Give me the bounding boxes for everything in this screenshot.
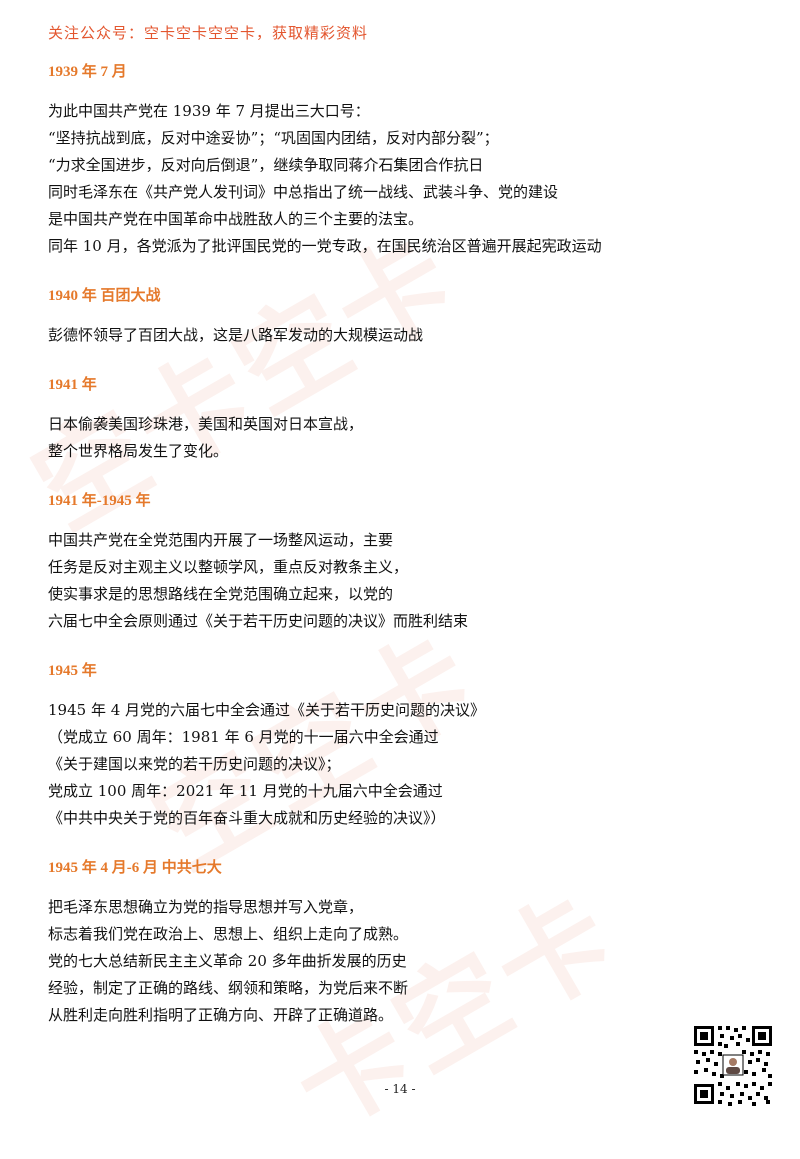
qr-code-icon xyxy=(692,1024,774,1106)
paragraph-line: 彭德怀领导了百团大战，这是八路军发动的大规模运动战 xyxy=(48,326,424,344)
section-1945: 1945 年 1945 年 4 月党的六届七中全会通过《关于若干历史问题的决议》… xyxy=(48,657,708,832)
section-1940: 1940 年 百团大战 彭德怀领导了百团大战，这是八路军发动的大规模运动战 xyxy=(48,282,708,349)
paragraph-line: 《中共中央关于党的百年奋斗重大成就和历史经验的决议》） xyxy=(48,809,446,827)
section-1941-1945: 1941 年-1945 年 中国共产党在全党范围内开展了一场整风运动，主要 任务… xyxy=(48,487,708,635)
paragraph-line: “坚持抗战到底，反对中途妥协”；“巩固国内团结，反对内部分裂”； xyxy=(48,129,499,147)
document-content: 1939 年 7 月 为此中国共产党在 1939 年 7 月提出三大口号： “坚… xyxy=(48,58,708,1051)
paragraph-line: 使实事求是的思想路线在全党范围确立起来，以党的 xyxy=(48,585,394,603)
section-title: 1941 年 xyxy=(48,377,97,393)
section-1945-congress: 1945 年 4 月-6 月 中共七大 把毛泽东思想确立为党的指导思想并写入党章… xyxy=(48,854,708,1029)
section-title: 1945 年 xyxy=(48,663,97,679)
paragraph-line: “力求全国进步，反对向后倒退”，继续争取同蒋介石集团合作抗日 xyxy=(48,156,484,174)
paragraph-line: 任务是反对主观主义以整顿学风，重点反对教条主义， xyxy=(48,558,409,576)
section-1941: 1941 年 日本偷袭美国珍珠港，美国和英国对日本宣战， 整个世界格局发生了变化… xyxy=(48,371,708,465)
paragraph-line: 党的七大总结新民主主义革命 20 多年曲折发展的历史 xyxy=(48,952,407,970)
section-title: 1939 年 7 月 xyxy=(48,64,127,80)
paragraph-line: 《关于建国以来党的若干历史问题的决议》； xyxy=(48,755,341,773)
paragraph-line: 同时毛泽东在《共产党人发刊词》中总指出了统一战线、武装斗争、党的建设 xyxy=(48,183,559,201)
paragraph-line: 经验，制定了正确的路线、纲领和策略，为党后来不断 xyxy=(48,979,409,997)
paragraph-line: 六届七中全会原则通过《关于若干历史问题的决议》而胜利结束 xyxy=(48,612,469,630)
paragraph-line: 从胜利走向胜利指明了正确方向、开辟了正确道路。 xyxy=(48,1006,394,1024)
section-title: 1941 年-1945 年 xyxy=(48,493,151,509)
header-note: 关注公众号：空卡空卡空空卡，获取精彩资料 xyxy=(48,24,369,42)
paragraph-line: 同年 10 月，各党派为了批评国民党的一党专政，在国民统治区普遍开展起宪政运动 xyxy=(48,237,602,255)
paragraph-line: 把毛泽东思想确立为党的指导思想并写入党章， xyxy=(48,898,364,916)
qr-code-graphic xyxy=(692,1024,774,1106)
page-number: - 14 - xyxy=(384,1082,416,1096)
paragraph-line: （党成立 60 周年：1981 年 6 月党的十一届六中全会通过 xyxy=(48,728,439,746)
paragraph-line: 1945 年 4 月党的六届七中全会通过《关于若干历史问题的决议》 xyxy=(48,701,486,719)
paragraph-line: 整个世界格局发生了变化。 xyxy=(48,442,229,460)
paragraph-line: 中国共产党在全党范围内开展了一场整风运动，主要 xyxy=(48,531,394,549)
paragraph-line: 党成立 100 周年：2021 年 11 月党的十九届六中全会通过 xyxy=(48,782,443,800)
paragraph-line: 为此中国共产党在 1939 年 7 月提出三大口号： xyxy=(48,102,370,120)
paragraph-line: 标志着我们党在政治上、思想上、组织上走向了成熟。 xyxy=(48,925,409,943)
section-title: 1940 年 百团大战 xyxy=(48,288,161,304)
section-1939: 1939 年 7 月 为此中国共产党在 1939 年 7 月提出三大口号： “坚… xyxy=(48,58,708,260)
paragraph-line: 是中国共产党在中国革命中战胜敌人的三个主要的法宝。 xyxy=(48,210,424,228)
paragraph-line: 日本偷袭美国珍珠港，美国和英国对日本宣战， xyxy=(48,415,364,433)
section-title: 1945 年 4 月-6 月 中共七大 xyxy=(48,860,222,876)
